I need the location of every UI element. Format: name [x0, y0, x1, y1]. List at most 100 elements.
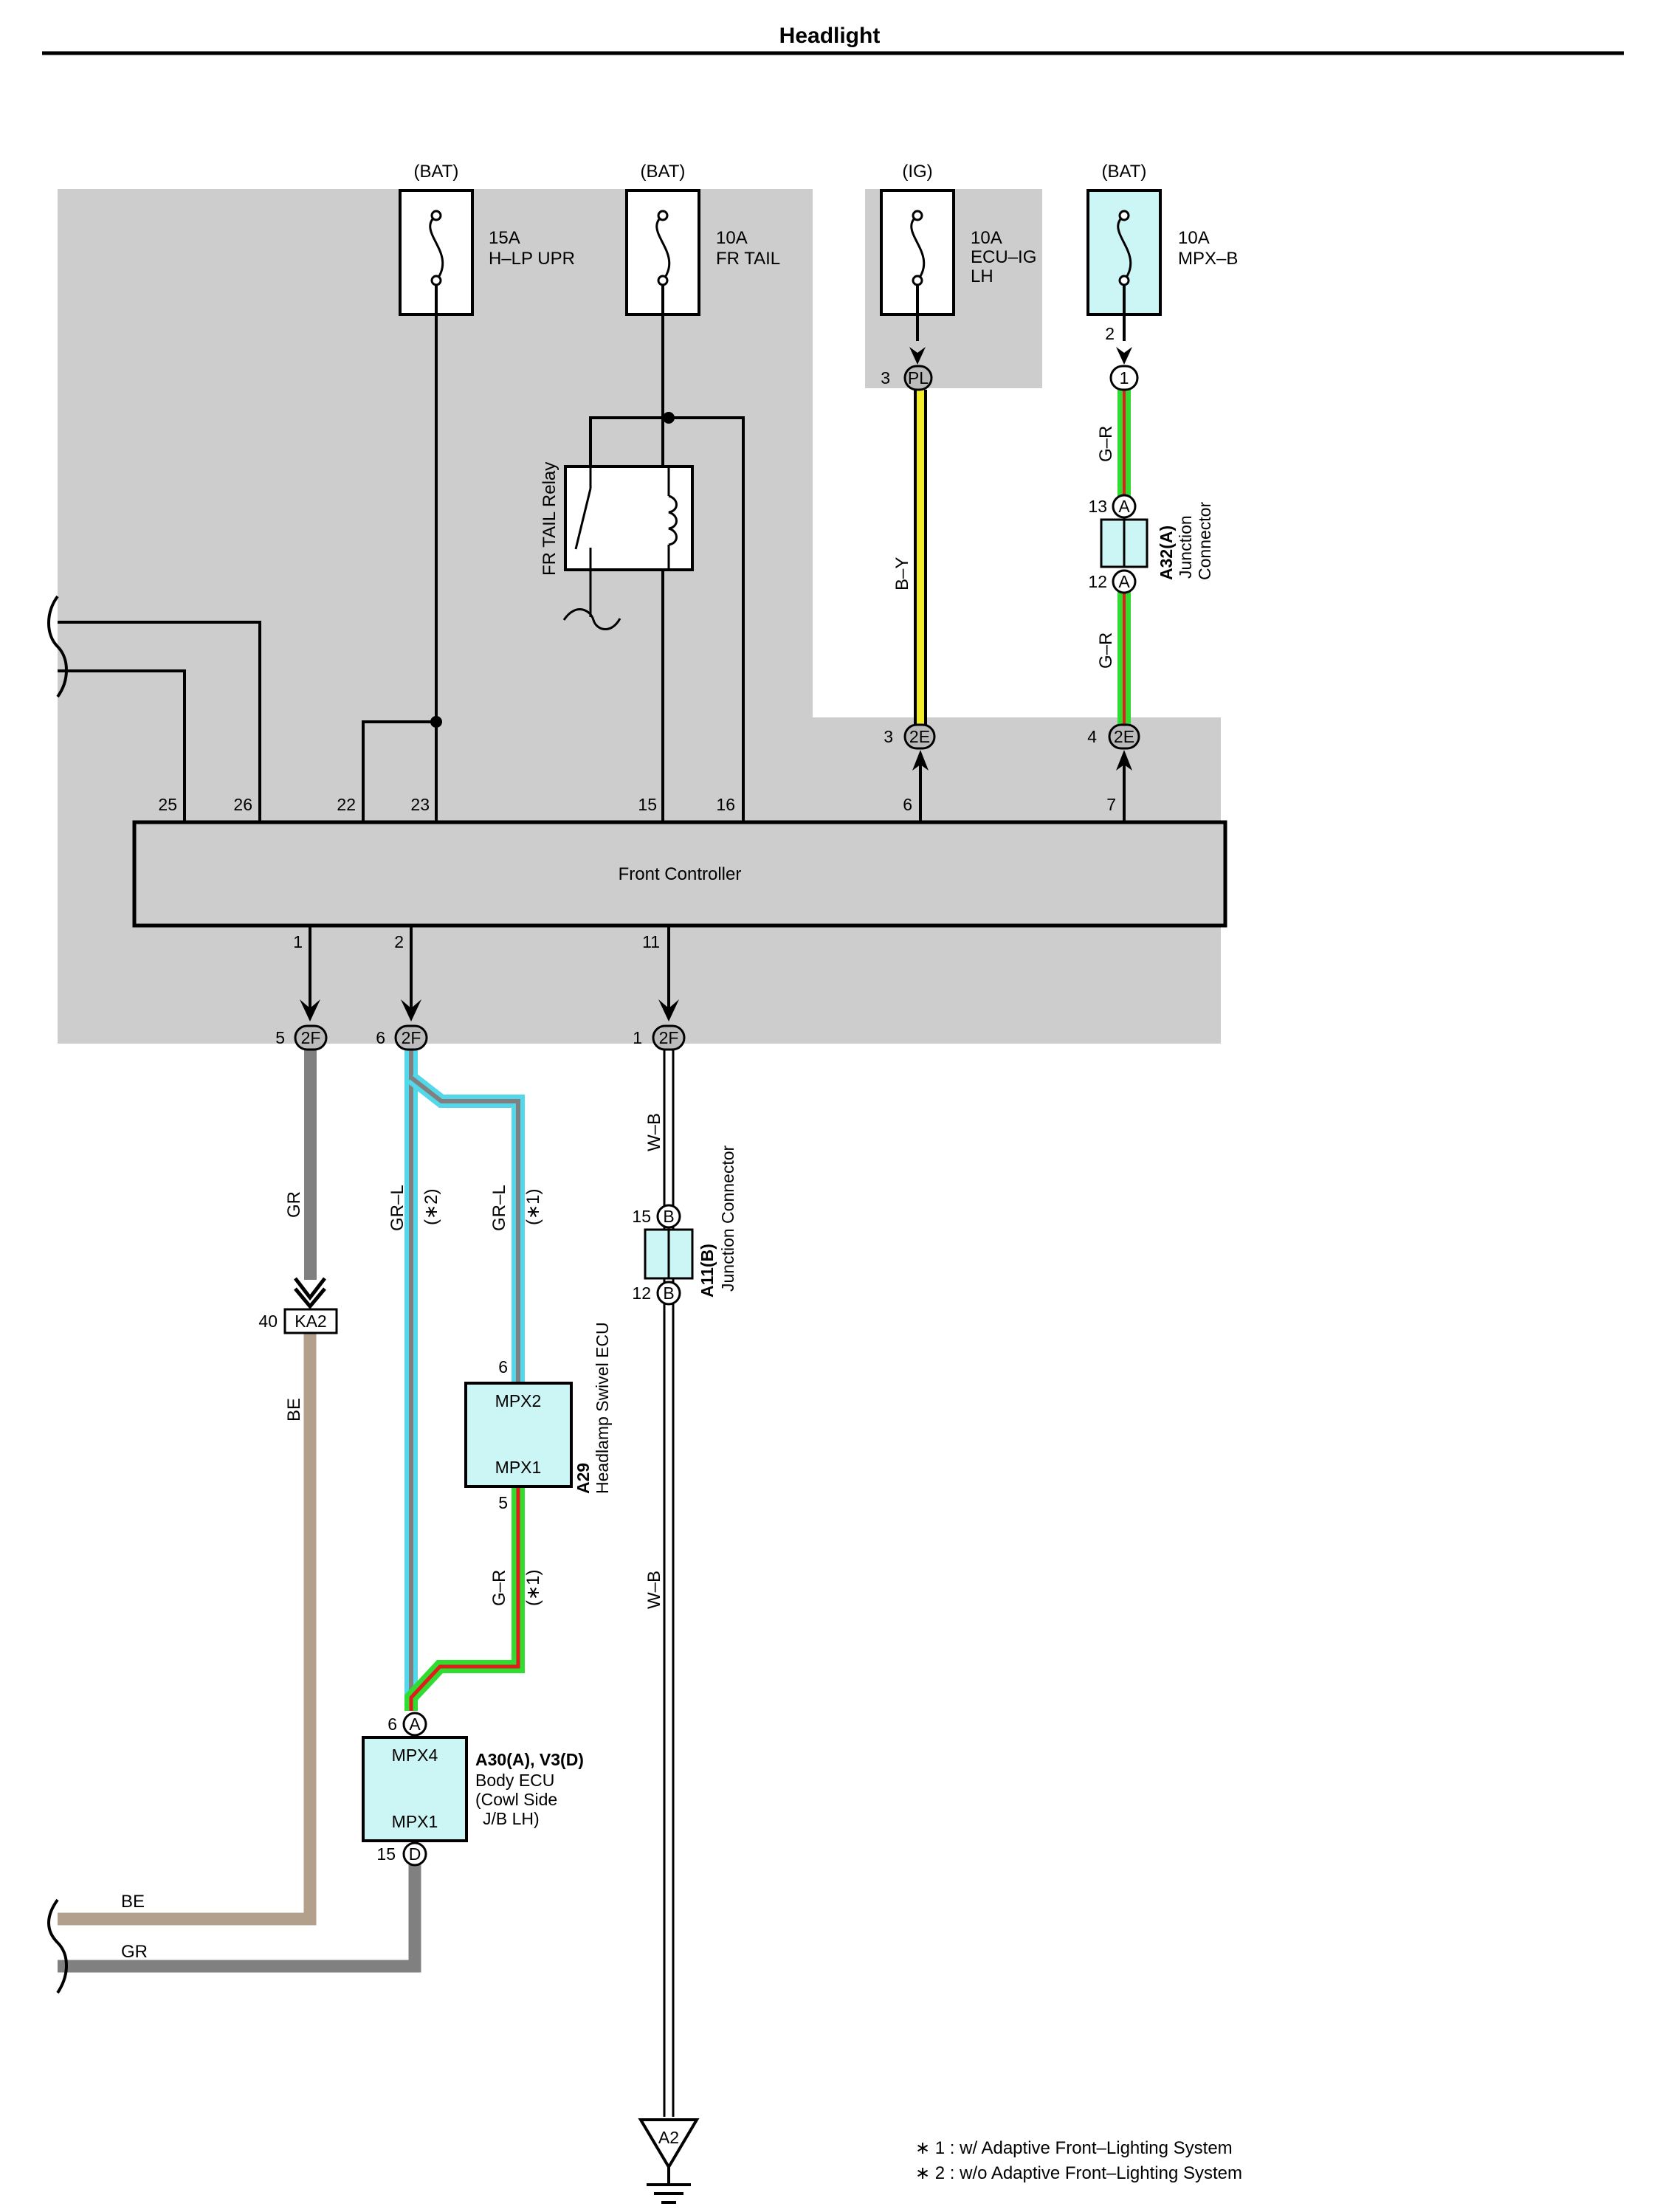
junction-pin: 15	[632, 1207, 651, 1226]
connector-code: 1	[1120, 368, 1129, 387]
connector-code: 2F	[659, 1028, 679, 1047]
fuse-rating: 10A	[971, 228, 1002, 248]
wire-g-r-upper: G–R	[1096, 390, 1131, 500]
pin-label: 25	[158, 795, 177, 814]
svg-text:∗ 2 : w/o Adaptive Front–Light: ∗ 2 : w/o Adaptive Front–Lighting System	[915, 2163, 1242, 2183]
svg-text:A: A	[1118, 497, 1130, 516]
wire-gr-l-branch: GR–L (∗1)	[407, 1072, 543, 1383]
footnote-mark: ∗ 1	[915, 2138, 945, 2158]
svg-text:B: B	[663, 1284, 674, 1303]
relay-label: FR TAIL Relay	[540, 462, 559, 576]
connector-pin: 3	[881, 368, 890, 387]
pin-label: 16	[716, 795, 735, 814]
connector-2f-pin5: 2F 5	[275, 1024, 328, 1051]
pin-label: 22	[337, 795, 356, 814]
arrow-icon	[1116, 750, 1132, 771]
wire-label: GR	[284, 1191, 304, 1218]
connector-code: 2F	[402, 1028, 421, 1047]
wire-gr-upper	[304, 1047, 317, 1280]
junction-pin: 12	[632, 1284, 651, 1303]
connector-code: 2E	[1114, 727, 1134, 746]
fuse-name: ECU–IG	[971, 247, 1036, 267]
fuse-mpx-b: (BAT) 10A MPX–B	[1086, 162, 1238, 316]
footnote-mark: ∗ 2	[915, 2163, 945, 2183]
fuse-source-label: (IG)	[902, 162, 932, 182]
pin-label: 7	[1106, 795, 1116, 814]
pin-label: 15	[376, 1844, 396, 1864]
junction-id: A32(A)	[1157, 526, 1176, 580]
front-controller-label: Front Controller	[619, 864, 742, 884]
fuse-icon	[429, 214, 444, 281]
arrow-icon	[658, 999, 679, 1021]
port-label: MPX2	[495, 1391, 542, 1410]
pin-label: 6	[388, 1715, 397, 1734]
wire-gr-lower	[58, 1863, 421, 1973]
fuse-name: FR TAIL	[716, 249, 780, 269]
page-title: Headlight	[779, 24, 881, 48]
connector-2e-pin3: 2E 3	[884, 723, 936, 771]
wire-label: G–R	[489, 1570, 509, 1606]
connector-pl: PL 3	[881, 365, 933, 391]
port-label: MPX1	[495, 1458, 542, 1477]
wire-b-y: B–Y	[892, 390, 927, 732]
fuse-name: MPX–B	[1178, 249, 1238, 269]
wire-note: (∗1)	[523, 1570, 543, 1606]
svg-text:∗ 1 : w/ Adaptive Front–Lighti: ∗ 1 : w/ Adaptive Front–Lighting System	[915, 2138, 1233, 2158]
wire-g-r-lower: G–R	[1096, 588, 1131, 732]
ground-a2: A2	[638, 2118, 700, 2204]
wire-label: W–B	[644, 1571, 664, 1609]
wire-label: G–R	[1096, 426, 1116, 462]
wire-label: GR–L	[489, 1185, 509, 1231]
body-ecu: A 6 MPX4 MPX1 D 15 A30(A), V3(D) Body EC…	[362, 1712, 584, 1867]
wire-label: GR–L	[388, 1185, 407, 1231]
pin-label: 6	[903, 795, 912, 814]
double-arrow-icon	[294, 1277, 326, 1309]
wire-label: BE	[121, 1892, 145, 1912]
pin-label: 2	[394, 932, 404, 951]
connector-2f-pin6: 2F 6	[376, 1024, 428, 1051]
component-desc: Body ECU	[475, 1771, 554, 1790]
wire-note: (∗2)	[421, 1189, 441, 1225]
relay-switch-icon	[574, 488, 592, 550]
junction-id: A11(B)	[698, 1244, 717, 1298]
arrow-icon	[1116, 347, 1132, 365]
junction-desc: Connector	[1195, 502, 1214, 580]
junction-connector-a11: B 15 B 12 A11(B) Junction Connector	[632, 1145, 737, 1306]
relay-ground-icon	[562, 608, 621, 630]
wire-label: W–B	[644, 1113, 664, 1151]
relay-coil-icon	[668, 495, 678, 546]
footnote-text: : w/o Adaptive Front–Lighting System	[945, 2163, 1242, 2183]
component-desc: (Cowl Side	[475, 1790, 557, 1809]
fuse-icon	[1117, 214, 1132, 281]
connector-code: KA2	[295, 1312, 326, 1331]
svg-text:A: A	[1118, 572, 1130, 591]
wire-label: B–Y	[892, 557, 912, 590]
fuse-name: H–LP UPR	[489, 249, 575, 269]
fuse-icon	[910, 214, 926, 281]
component-id: A29	[574, 1463, 593, 1494]
connector-code: 2F	[301, 1028, 321, 1047]
wire-break-marker-top	[47, 595, 68, 698]
headlamp-swivel-ecu: MPX2 MPX1 6 5 A29 Headlamp Swivel ECU	[464, 1322, 612, 1512]
splice-dot	[430, 716, 442, 728]
component-desc: J/B LH)	[483, 1809, 540, 1828]
wire-break-marker-bottom	[47, 1898, 68, 1994]
pin-label: 11	[642, 932, 660, 951]
connector-pin: 2	[1105, 324, 1115, 343]
component-id: A30(A), V3(D)	[475, 1750, 584, 1769]
pin-label: 23	[410, 795, 430, 814]
junction-connector-a32: A 13 A 12 A32(A) Junction Connector	[1088, 494, 1214, 594]
arrow-icon	[912, 750, 929, 771]
fuse-source-label: (BAT)	[414, 162, 459, 182]
fuse-source-label: (BAT)	[641, 162, 686, 182]
pin-label: 26	[233, 795, 252, 814]
junction-desc: Junction	[1176, 515, 1195, 579]
pin-label: 6	[498, 1357, 508, 1377]
fuse-name-line2: LH	[971, 266, 993, 286]
connector-pin: 40	[258, 1312, 278, 1331]
wire-label: G–R	[1096, 633, 1116, 669]
svg-text:A: A	[409, 1715, 421, 1734]
ground-connector-icon	[638, 2118, 700, 2170]
fuse-icon	[655, 214, 671, 281]
